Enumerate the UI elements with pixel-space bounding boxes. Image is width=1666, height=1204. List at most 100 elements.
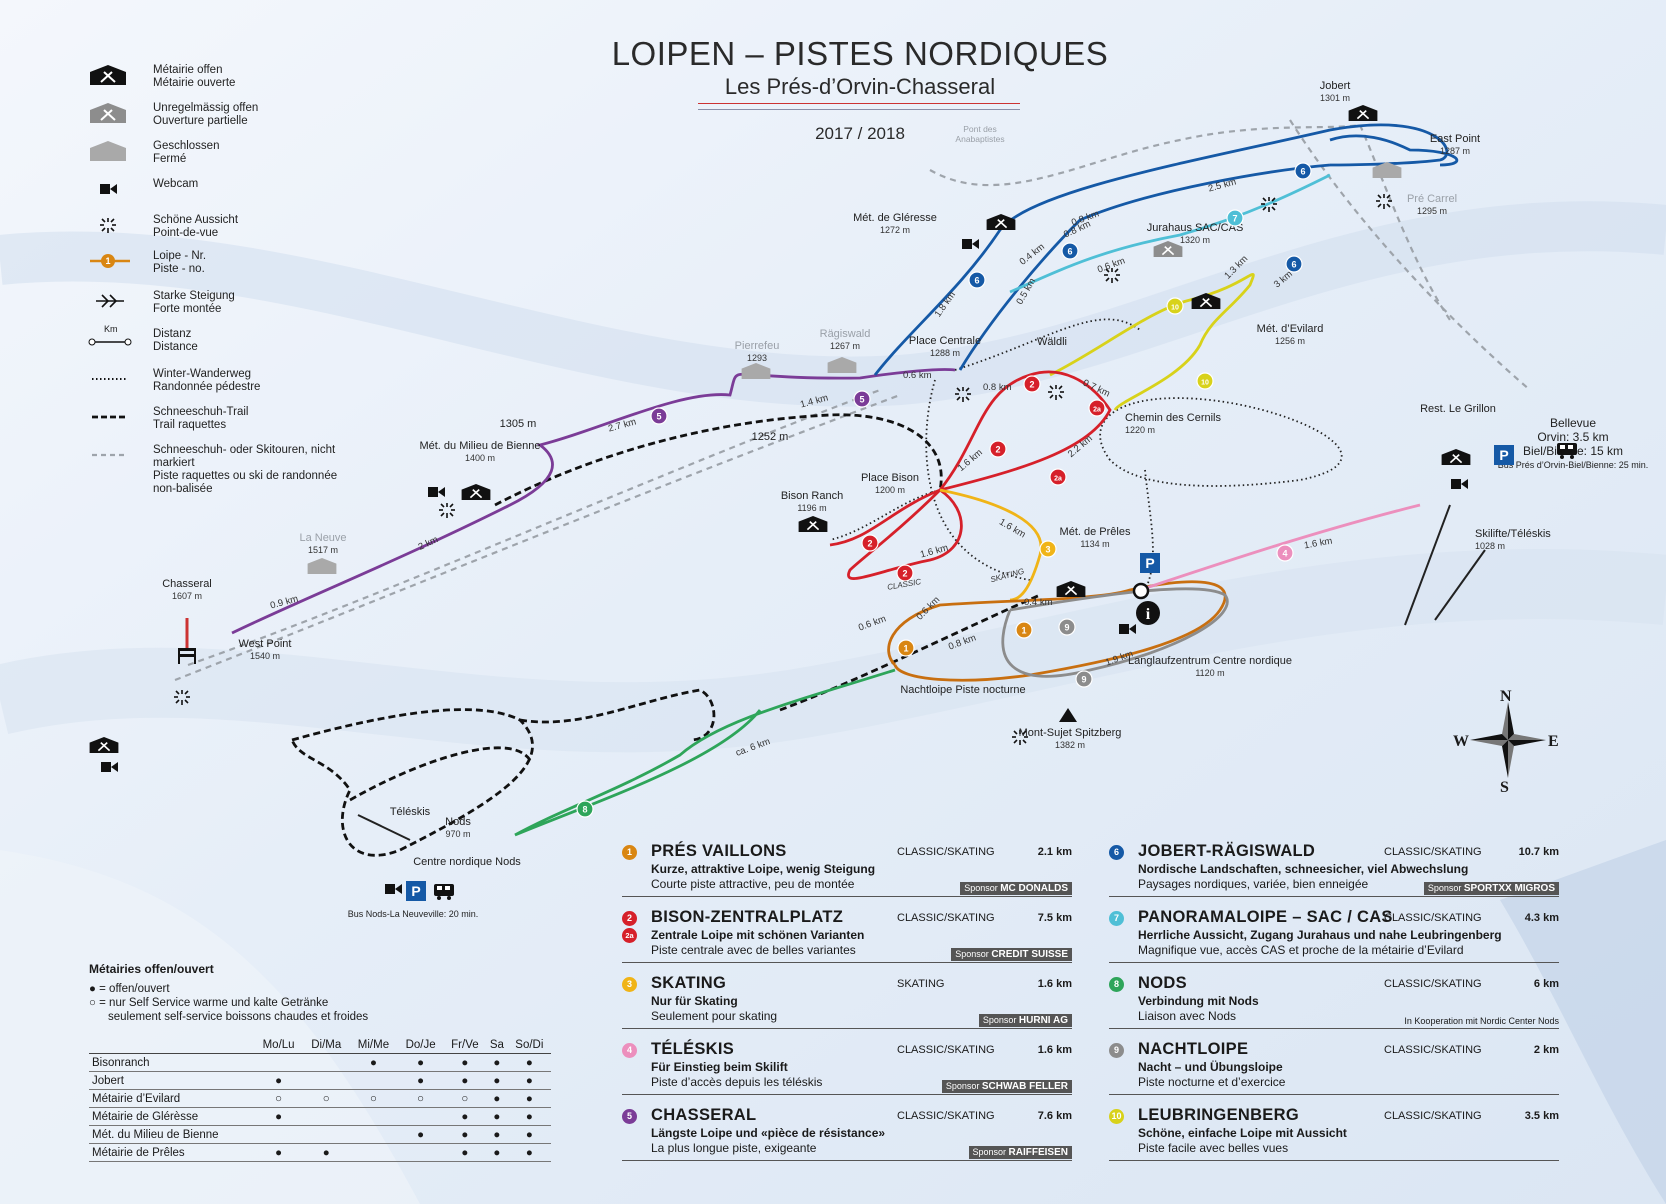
- trail-marker-1: 1: [897, 639, 915, 662]
- route-description-de: Zentrale Loipe mit schönen Varianten: [651, 928, 865, 942]
- compass-e: E: [1548, 733, 1559, 750]
- sponsor-name: HURNI AG: [1018, 1015, 1068, 1026]
- place-name: Place Bison: [860, 472, 920, 484]
- trail-marker-6: 6: [1061, 242, 1079, 265]
- trail-marker-2: 2: [861, 534, 879, 557]
- partial-farm-icon: [88, 102, 132, 124]
- place-name: Place Centrale: [908, 335, 982, 347]
- place-rest-grillon: Rest. Le Grillon: [1420, 403, 1496, 416]
- parking-icon: P: [1494, 445, 1514, 470]
- trail-number-icon: 2a: [622, 928, 637, 943]
- partial-farm-icon: [1152, 240, 1184, 263]
- open-farm-icon: [88, 736, 120, 759]
- day-header: Fr/Ve: [443, 1038, 487, 1054]
- svg-text:2: 2: [995, 445, 1000, 455]
- route-length: 7.6 km: [1037, 1110, 1072, 1122]
- open-farm-icon: [1190, 292, 1222, 315]
- svg-text:6: 6: [1291, 260, 1296, 270]
- day-header: Mi/Me: [349, 1038, 398, 1054]
- trail-number-icon: 5: [622, 1109, 637, 1124]
- route-length: 6 km: [1533, 978, 1559, 990]
- legend-item-label: Loipe - Nr.Piste - no.: [153, 250, 363, 276]
- opening-cell: ●: [254, 1107, 304, 1126]
- opening-cell: ●: [486, 1089, 508, 1108]
- opening-cell: ●: [397, 1071, 444, 1090]
- svg-text:1: 1: [903, 644, 908, 654]
- svg-text:10: 10: [1201, 380, 1209, 387]
- metairie-name: Jobert: [89, 1071, 254, 1090]
- route-name: CHASSERAL: [651, 1106, 757, 1124]
- route-technique: CLASSIC/SKATING: [897, 1044, 995, 1056]
- compass-n: N: [1500, 688, 1512, 705]
- table-row: Métairie d’Evilard○○○○○●●: [89, 1089, 551, 1108]
- place-name: La Neuve: [299, 532, 347, 544]
- opening-cell: [349, 1071, 398, 1090]
- sponsor-name: CREDIT SUISSE: [991, 949, 1068, 960]
- opening-cell: ○: [349, 1089, 398, 1108]
- route-name: PRÉS VAILLONS: [651, 842, 787, 860]
- svg-text:5: 5: [656, 412, 661, 422]
- route-divider: [1109, 1094, 1559, 1095]
- opening-cell: [349, 1107, 398, 1126]
- route-length: 1.6 km: [1037, 1044, 1072, 1056]
- opening-cell: ○: [443, 1089, 487, 1108]
- page-title: LOIPEN – PISTES NORDIQUES: [611, 35, 1109, 72]
- legend-label-de: Unregelmässig offen: [153, 102, 259, 114]
- route-technique: SKATING: [897, 978, 945, 990]
- place-name: Centre nordique Nods: [413, 856, 521, 868]
- opening-cell: ●: [443, 1053, 487, 1072]
- route-description-de: Kurze, attraktive Loipe, wenig Steigung: [651, 862, 876, 876]
- legend-label-fr: Métairie ouverte: [153, 77, 236, 89]
- trail-marker-5: 5: [650, 407, 668, 430]
- legend-label-de: Schneeschuh-Trail: [153, 406, 249, 418]
- viewpoint-icon: [1036, 381, 1066, 408]
- sponsor-name: RAIFFEISEN: [1008, 1147, 1068, 1158]
- place-name: Rest. Le Grillon: [1420, 403, 1496, 415]
- opening-cell: ●: [486, 1053, 508, 1072]
- distance-label: 0.4 km: [1024, 597, 1053, 608]
- svg-text:2a: 2a: [1093, 407, 1101, 414]
- route-technique: CLASSIC/SKATING: [1384, 978, 1482, 990]
- svg-text:4: 4: [1282, 549, 1287, 559]
- route-description-fr: Paysages nordiques, variée, bien enneigé…: [1138, 877, 1369, 891]
- route-description-de: Nacht – und Übungsloipe: [1138, 1060, 1283, 1074]
- svg-text:9: 9: [1064, 623, 1069, 633]
- route-length: 3.5 km: [1524, 1110, 1559, 1122]
- svg-text:3: 3: [1045, 545, 1050, 555]
- place-name: Bus Nods-La Neuveville: 20 min.: [347, 909, 479, 919]
- route-6-line: [873, 123, 1459, 376]
- place-elevation: 1220 m: [1125, 424, 1156, 435]
- webcam-icon: [427, 485, 447, 504]
- place-name: Bellevue: [1549, 416, 1597, 430]
- place-elevation: 1287 m: [1439, 145, 1471, 156]
- viewpoint-icon: [1000, 726, 1030, 753]
- opening-cell: ●: [507, 1107, 551, 1126]
- route-description-de: Längste Loipe und «pièce de résistance»: [651, 1126, 886, 1140]
- route-divider: [622, 962, 1072, 963]
- sponsor-name: SCHWAB FELLER: [981, 1081, 1068, 1092]
- place-elevation: 1288 m: [929, 347, 961, 358]
- place-elevation: 1540 m: [249, 650, 281, 661]
- svg-text:2: 2: [867, 539, 872, 549]
- trail-number-icon: 7: [1109, 911, 1124, 926]
- opening-cell: [303, 1125, 350, 1144]
- place-p1252: 1252 m: [752, 431, 789, 444]
- distance-label: 0.6 km: [903, 370, 932, 381]
- day-header: Di/Ma: [303, 1038, 350, 1054]
- route-1-line: [887, 580, 1227, 682]
- info-icon: i: [1135, 600, 1161, 631]
- opening-cell: ●: [397, 1125, 444, 1144]
- metairie-name: Bisonranch: [89, 1053, 254, 1072]
- route-divider: [1109, 1160, 1559, 1161]
